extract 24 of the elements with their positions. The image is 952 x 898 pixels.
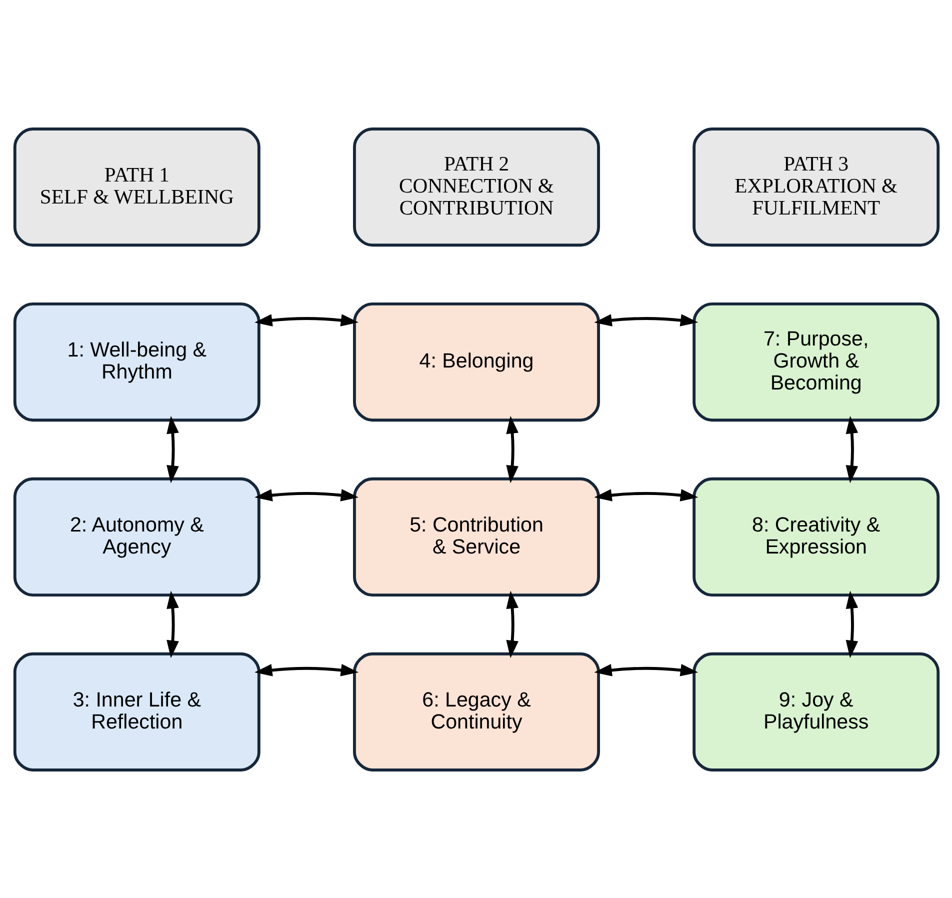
arrow [506,415,518,483]
node-box: 1: Well-being & Rhythm [12,302,260,422]
node-box: 4: Belonging [352,302,600,422]
node-box: PATH 2 CONNECTION & CONTRIBUTION [352,127,600,246]
arrow [254,314,358,326]
node-box: 2: Autonomy & Agency [12,476,260,596]
arrow [166,415,178,483]
arrow [594,314,698,326]
node-box: 5: Contribution & Service [352,476,600,596]
node-box: 9: Joy & Playfulness [692,652,940,771]
arrow [594,488,698,501]
arrow [594,663,698,676]
arrow [166,590,178,658]
node-box: 7: Purpose, Growth & Becoming [692,302,940,422]
node-box: 3: Inner Life & Reflection [12,652,260,771]
arrow [845,590,858,658]
node-box: 6: Legacy & Continuity [352,652,600,771]
node-box: PATH 3 EXPLORATION & FULFILMENT [692,127,940,246]
node-box: 8: Creativity & Expression [692,476,940,596]
arrow [254,488,358,501]
node-box: PATH 1 SELF & WELLBEING [12,127,260,246]
arrow [845,415,858,483]
arrow [506,590,518,658]
arrow [254,663,358,676]
